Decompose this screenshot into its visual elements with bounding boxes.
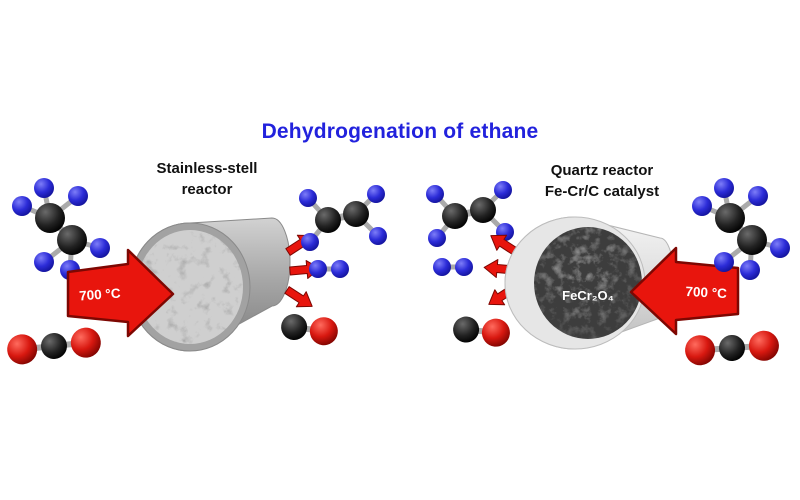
product-arrow-co-left [281,281,318,315]
right-reactor-label-line1: Quartz reactor [550,162,654,179]
co2-molecule-left [6,326,103,366]
right-arrow-label: 700 °C [685,284,727,301]
left-temperature-arrow: 700 °C [66,248,175,338]
catalyst-disc [534,227,642,339]
left-arrow-shape [66,248,175,338]
left-reactor-label-line1: Stainless-stell [156,160,258,177]
left-arrow-label: 700 °C [79,286,122,304]
left-reactor-label-line2: reactor [181,181,233,198]
co2-molecule-right [684,330,780,366]
reactor-opening [137,230,243,344]
right-arrow-shape [629,246,740,336]
figure-title: Dehydrogenation of ethane [261,120,539,143]
catalyst-label: FeCr₂O₄ [562,288,614,303]
h2-molecule-right [433,258,473,276]
stainless-steel-reactor [129,217,291,352]
ethane-molecule-left [12,178,110,280]
right-reactor-label-line2: Fe-Cr/C catalyst [544,183,660,200]
h2-molecule-left [309,260,349,278]
left-reactor-label: Stainless-stell reactor [122,158,292,200]
quartz-reactor: FeCr₂O₄ [504,216,675,350]
ethylene-molecule-left [299,185,387,251]
right-temperature-arrow: 700 °C [629,246,740,336]
right-reactor-label: Quartz reactor Fe-Cr/C catalyst [512,160,692,202]
co-molecule-left [279,311,339,347]
co-molecule-right [452,314,512,348]
